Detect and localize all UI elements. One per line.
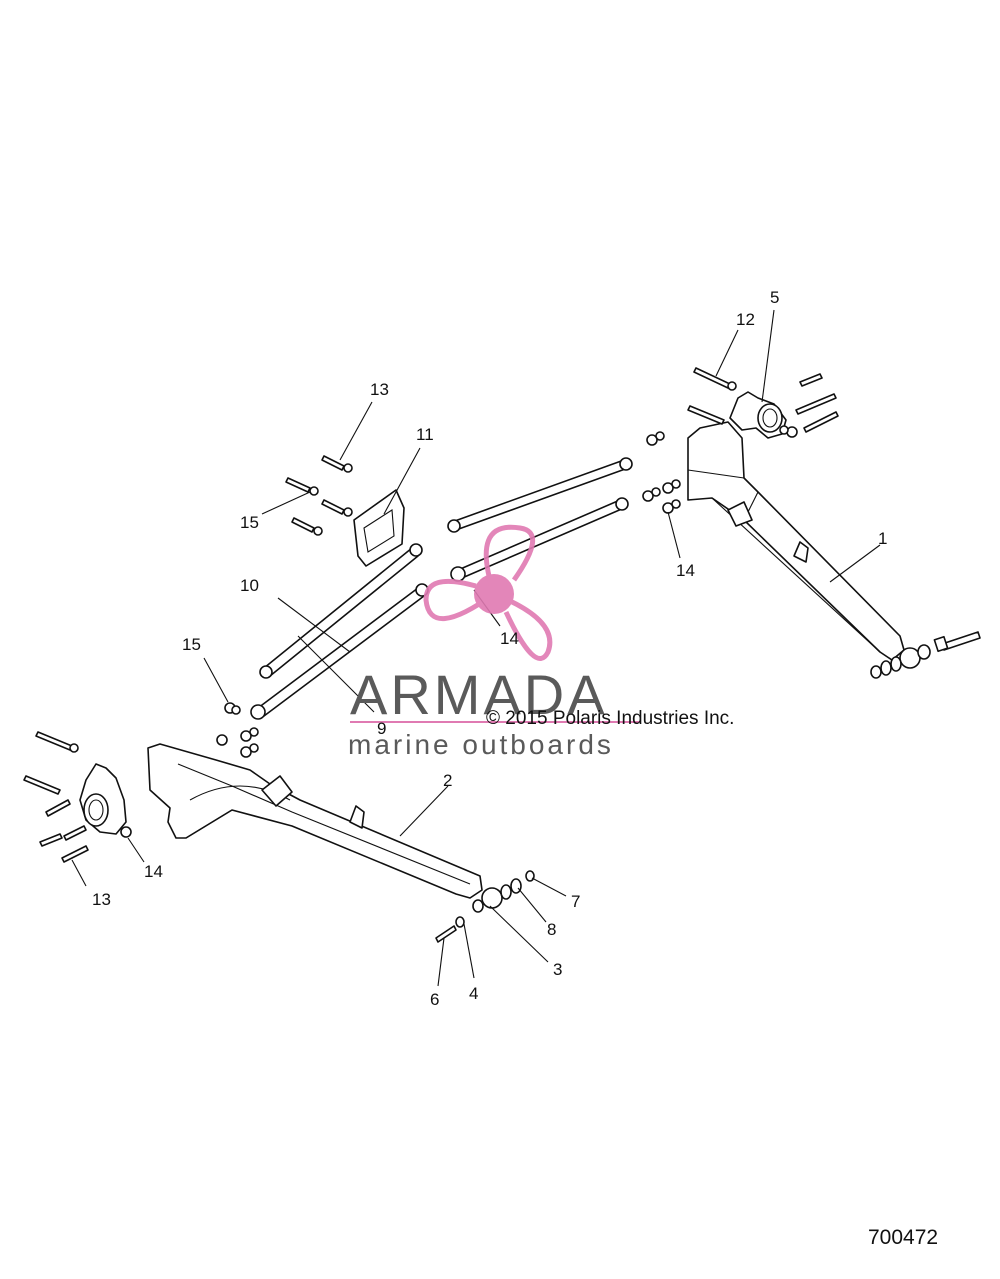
callout-13-top: 13 [370, 380, 389, 399]
trailing-arm-right [687, 421, 905, 661]
bolts-right [687, 367, 839, 438]
trailing-arm-left [147, 743, 483, 899]
bolts-left [23, 731, 89, 863]
bearing-carrier-left [79, 763, 132, 838]
callout-4: 4 [469, 984, 478, 1003]
nuts-right-rod-ends [642, 431, 681, 514]
bolts-bracket [285, 455, 353, 536]
callout-1: 1 [878, 529, 887, 548]
callout-11: 11 [416, 425, 434, 444]
bushing-stack-right [870, 631, 981, 679]
callout-13-bottom: 13 [92, 890, 111, 909]
leader-lines [71, 309, 881, 987]
nuts-left [216, 702, 259, 758]
callout-12: 12 [736, 310, 755, 329]
callout-3: 3 [553, 960, 562, 979]
callout-8: 8 [547, 920, 556, 939]
callout-10: 10 [240, 576, 259, 595]
callout-labels: 1 2 3 4 5 6 7 8 9 10 11 12 13 13 14 14 1… [92, 288, 887, 1009]
copyright-notice: © 2015 Polaris Industries Inc. [486, 708, 734, 729]
callout-9: 9 [377, 719, 386, 738]
callout-5: 5 [770, 288, 779, 307]
callout-14-right: 14 [676, 561, 695, 580]
bearing-carrier-right [729, 391, 787, 439]
watermark-tagline: marine outboards [348, 729, 614, 760]
callout-15-lower: 15 [182, 635, 201, 654]
callout-6: 6 [430, 990, 439, 1009]
control-rod-upper-right [447, 457, 633, 582]
mounting-bracket [353, 489, 405, 567]
watermark: ARMADA marine outboards [348, 524, 640, 760]
callout-15-upper: 15 [240, 513, 259, 532]
callout-14-left: 14 [144, 862, 163, 881]
control-rods-left [250, 543, 429, 720]
watermark-brand: ARMADA [350, 663, 608, 726]
callout-2: 2 [443, 771, 452, 790]
drawing-number: 700472 [868, 1226, 938, 1249]
propeller-logo-icon [423, 524, 553, 661]
bushing-stack-left [435, 870, 535, 943]
callout-14-center: 14 [500, 629, 519, 648]
callout-7: 7 [571, 892, 580, 911]
